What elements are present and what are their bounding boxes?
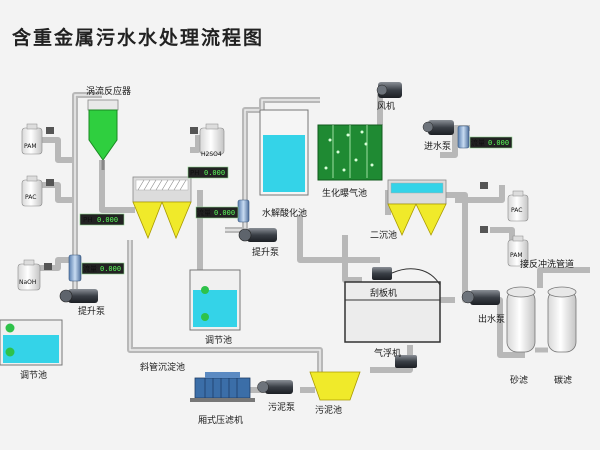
- chemical-label-pam-left: PAM: [24, 143, 37, 150]
- vortex-reactor: [87, 99, 119, 170]
- flow-meter-1: 流量 0.000: [68, 254, 125, 282]
- ph-meter-2-value: 0.000: [204, 169, 225, 177]
- chemical-tank-pam-left: PAM: [21, 123, 43, 155]
- outlet-pump: [461, 290, 500, 305]
- dosing-pump-5: [480, 182, 488, 189]
- flow-meter-1-value: 0.000: [100, 265, 121, 273]
- inlet-pump-label: 进水泵: [424, 140, 451, 152]
- dosing-pump-1: [46, 127, 54, 134]
- blower-label: 风机: [377, 100, 395, 112]
- vortex-reactor-label: 涡流反应器: [86, 85, 131, 97]
- ph-meter-1-value: 0.000: [97, 216, 118, 224]
- aeration-tank-label: 生化曝气池: [322, 187, 367, 199]
- chemical-label-h2so4: H2SO4: [201, 151, 222, 158]
- daf-label: 气浮机: [374, 347, 401, 359]
- outlet-pump-label: 出水泵: [478, 313, 505, 325]
- ph-meter-2-key: PH: [190, 169, 200, 177]
- chemical-tank-h2so4: H2SO4: [199, 123, 225, 158]
- lift-pump-1: [59, 289, 98, 303]
- lift-pump-1-label: 提升泵: [78, 306, 105, 317]
- ph-meter-1-key: PH: [83, 216, 93, 224]
- daf-unit: [344, 267, 441, 343]
- ph-meter-1: PH 0.000: [79, 213, 125, 226]
- secondary-clarifier-label: 二沉池: [370, 229, 397, 241]
- flow-meter-1-key: 流量: [83, 264, 97, 273]
- sludge-pump: [257, 380, 293, 394]
- sand-filter: [506, 286, 536, 353]
- inclined-settler-label: 斜管沉淀池: [140, 361, 185, 373]
- carbon-filter: [547, 286, 577, 353]
- flow-meter-2-key: 流量: [197, 208, 211, 217]
- chemical-label-pam-right: PAM: [510, 252, 523, 259]
- dosing-pump-2: [46, 179, 54, 186]
- flow-meter-3: 流量 0.000: [457, 125, 513, 149]
- chemical-label-pac-right: PAC: [511, 207, 522, 214]
- flow-meter-3-key: 流量: [471, 138, 485, 147]
- backwash-pipe-label: 接反冲洗管道: [520, 258, 574, 270]
- filter-press: [190, 372, 255, 402]
- diagram-title: 含重金属污水水处理流程图: [12, 26, 264, 49]
- pipe-highlights: [74, 94, 321, 375]
- chemical-tank-pac-left: PAC: [21, 175, 43, 207]
- inlet-pump: [422, 120, 454, 135]
- dosing-pump-3: [44, 263, 52, 270]
- flow-meter-2-value: 0.000: [214, 209, 235, 217]
- equalization-tank-1: [0, 319, 63, 366]
- hydrolysis-tank-label: 水解酸化池: [262, 207, 307, 219]
- chemical-tank-pam-right: PAM: [507, 235, 529, 267]
- chemical-label-pac-left: PAC: [25, 194, 36, 201]
- sludge-tank-label: 污泥池: [315, 404, 342, 416]
- dosing-pump-4: [190, 127, 198, 134]
- equalization-tank-1-label: 调节池: [20, 369, 47, 381]
- filter-press-label: 厢式压滤机: [198, 414, 243, 426]
- sand-filter-label: 砂滤: [510, 374, 528, 386]
- chemical-label-naoh: NaOH: [19, 279, 36, 286]
- hydrolysis-tank: [259, 109, 309, 196]
- dosing-pump-6: [480, 226, 488, 233]
- chemical-tank-pac-right: PAC: [507, 190, 529, 222]
- aeration-tank: [317, 124, 383, 181]
- sludge-pump-label: 污泥泵: [268, 401, 295, 413]
- equalization-tank-2-label: 调节池: [205, 334, 232, 346]
- secondary-clarifier: [387, 179, 447, 236]
- ph-meter-2: PH 0.000: [187, 166, 229, 179]
- daf-pump: [395, 355, 417, 368]
- sludge-tank: [309, 371, 361, 401]
- carbon-filter-label: 碳滤: [554, 374, 572, 386]
- equalization-tank-2: [189, 269, 241, 331]
- blower: [376, 82, 402, 98]
- chemical-tank-naoh: NaOH: [17, 259, 41, 291]
- lift-pump-2: [238, 228, 277, 242]
- flow-meter-2: 流量 0.000: [195, 199, 250, 223]
- flow-meter-3-value: 0.000: [488, 139, 509, 147]
- lift-pump-2-label: 提升泵: [252, 247, 279, 258]
- inclined-settler: [132, 176, 192, 240]
- scraper-label: 刮板机: [370, 287, 397, 299]
